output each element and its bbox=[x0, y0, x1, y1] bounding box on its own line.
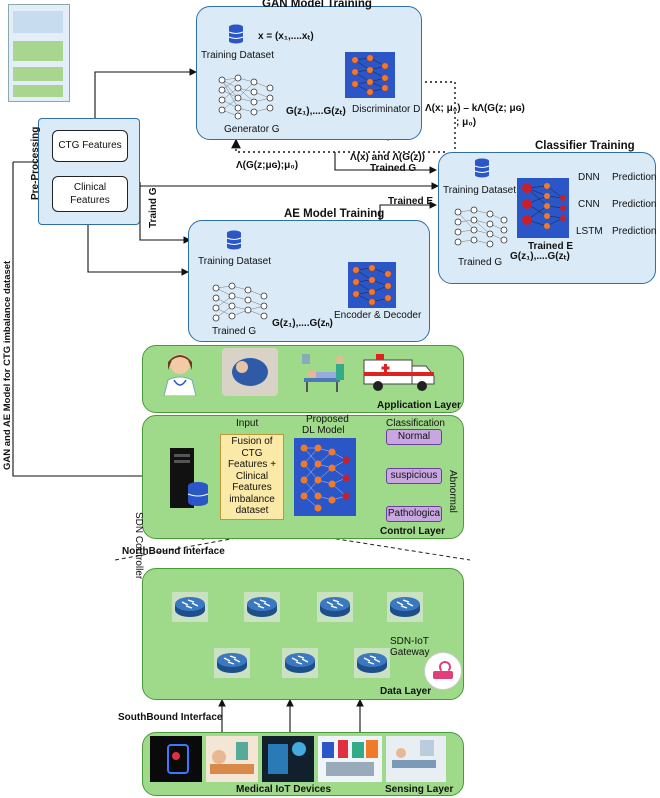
medical-iot-devices-label: Medical IoT Devices bbox=[236, 784, 332, 795]
gan-lx-label: Λ(x) and Λ(G(z)) bbox=[350, 152, 425, 163]
router-6 bbox=[282, 648, 318, 678]
suspicious-label: suspicious bbox=[390, 470, 438, 481]
ae-trained-g-label: Trained G bbox=[212, 326, 257, 337]
gateway-label-2: Gateway bbox=[390, 647, 430, 658]
classifier-generator-network-icon bbox=[454, 206, 508, 248]
prediction-label-dnn: Prediction bbox=[612, 172, 657, 183]
pathological-badge: Pathologica bbox=[386, 506, 442, 522]
fusion-line-3: Features + bbox=[227, 459, 277, 470]
classifier-network-icon bbox=[517, 178, 569, 238]
hospital-bed-image bbox=[386, 736, 446, 782]
newborn-photo bbox=[222, 348, 278, 396]
patient-care-icon bbox=[302, 354, 344, 392]
normal-badge: Normal bbox=[386, 429, 442, 445]
classifier-gz-label: G(z₁),....G(zₜ) bbox=[510, 251, 570, 262]
pathological-label: Pathologica bbox=[387, 508, 441, 519]
fusion-line-2: CTG bbox=[241, 447, 263, 459]
classifier-trained-e-label: Trained E bbox=[528, 241, 574, 252]
encoder-decoder-label: Encoder & Decoder bbox=[334, 310, 422, 321]
fusion-line-1: Fusion of bbox=[231, 436, 273, 447]
suspicious-badge: suspicious bbox=[386, 468, 442, 484]
gan-loss-label-2: ; μ₀) bbox=[456, 117, 477, 128]
gan-trained-g-label: Trained G bbox=[370, 163, 417, 174]
ae-training-dataset-icon bbox=[226, 230, 242, 250]
proposed-label: Proposed bbox=[306, 414, 349, 425]
ae-title: AE Model Training bbox=[284, 208, 385, 220]
gateway-icon bbox=[424, 652, 462, 690]
fusion-line-7: dataset bbox=[235, 505, 269, 516]
control-layer-label: Control Layer bbox=[380, 526, 446, 537]
ae-gz-label: G(z₁),....G(zₙ) bbox=[272, 318, 333, 329]
generator-network-icon bbox=[218, 74, 274, 120]
northbound-interface-label: NorthBound Interface bbox=[122, 546, 225, 557]
dnn-label: DNN bbox=[578, 172, 600, 183]
dl-model-label: DL Model bbox=[302, 425, 345, 436]
router-2 bbox=[244, 592, 280, 622]
gan-training-dataset-label: Training Dataset bbox=[201, 50, 274, 61]
router-4 bbox=[387, 592, 423, 622]
classifier-trained-g-label: Trained G bbox=[458, 257, 503, 268]
clinical-features-box: Clinical Features bbox=[52, 176, 128, 212]
application-layer-label: Application Layer bbox=[377, 400, 461, 411]
classification-label: Classification bbox=[386, 418, 445, 429]
southbound-interface-label: SouthBound Interface bbox=[118, 712, 223, 723]
prediction-label-lstm: Prediction bbox=[612, 226, 657, 237]
gan-x-equation: x = (x₁,....xₜ) bbox=[258, 31, 314, 42]
gan-loss-label: Λ(x; μ₀) – kΛ(G(z; μɢ) bbox=[425, 103, 525, 114]
data-layer-label: Data Layer bbox=[380, 686, 432, 697]
discriminator-label: Discriminator D bbox=[352, 104, 421, 115]
fusion-line-6: imbalance bbox=[229, 493, 275, 505]
thumbnail-preview bbox=[8, 4, 70, 102]
router-5 bbox=[214, 648, 250, 678]
clinical-features-label: Clinical Features bbox=[70, 182, 110, 206]
fusion-line-5: Features bbox=[232, 482, 272, 493]
discriminator-network-icon bbox=[345, 52, 395, 98]
ambulance-icon bbox=[363, 354, 435, 391]
gateway-label-1: SDN-IoT bbox=[390, 636, 429, 647]
fusion-text: Fusion of CTG Features + Clinical Featur… bbox=[221, 435, 283, 517]
router-1 bbox=[172, 592, 208, 622]
classifier-training-dataset-label: Training Dataset bbox=[443, 185, 516, 196]
normal-label: Normal bbox=[397, 431, 431, 442]
gan-lgz-label: Λ(G(z;μɢ);μ₀) bbox=[236, 160, 299, 171]
proposed-dl-network-icon bbox=[294, 438, 356, 516]
fusion-box: Fusion of CTG Features + Clinical Featur… bbox=[220, 434, 284, 520]
ae-trained-e-label: Trained E bbox=[388, 196, 434, 207]
iot-devices-image bbox=[318, 736, 382, 782]
prediction-label-cnn: Prediction bbox=[612, 199, 657, 210]
generator-label: Generator G bbox=[224, 124, 280, 135]
telemedicine-image bbox=[262, 736, 314, 782]
ae-generator-network-icon bbox=[212, 282, 268, 322]
fusion-line-4: Clinical bbox=[235, 470, 269, 482]
router-3 bbox=[317, 592, 353, 622]
ctg-features-box: CTG Features bbox=[52, 130, 128, 162]
sensing-layer-label: Sensing Layer bbox=[385, 784, 454, 795]
router-7 bbox=[354, 648, 390, 678]
smartwatch-device-image bbox=[150, 736, 202, 782]
sdn-controller-icon bbox=[170, 448, 209, 508]
patient-monitor-image bbox=[206, 736, 258, 782]
ae-training-dataset-label: Training Dataset bbox=[198, 256, 271, 267]
classifier-training-dataset-icon bbox=[474, 158, 490, 178]
encoder-decoder-network-icon bbox=[348, 262, 396, 308]
gan-gz-label: G(z₁),....G(zₜ) bbox=[286, 106, 346, 117]
input-label: Input bbox=[236, 418, 259, 429]
ctg-features-label: CTG Features bbox=[58, 140, 122, 151]
doctor-icon bbox=[163, 354, 197, 396]
cnn-label: CNN bbox=[578, 199, 600, 210]
lstm-label: LSTM bbox=[576, 226, 603, 237]
training-dataset-icon bbox=[228, 24, 244, 44]
gan-title: GAN Model Training bbox=[262, 0, 372, 10]
classifier-title: Classifier Training bbox=[535, 140, 635, 152]
